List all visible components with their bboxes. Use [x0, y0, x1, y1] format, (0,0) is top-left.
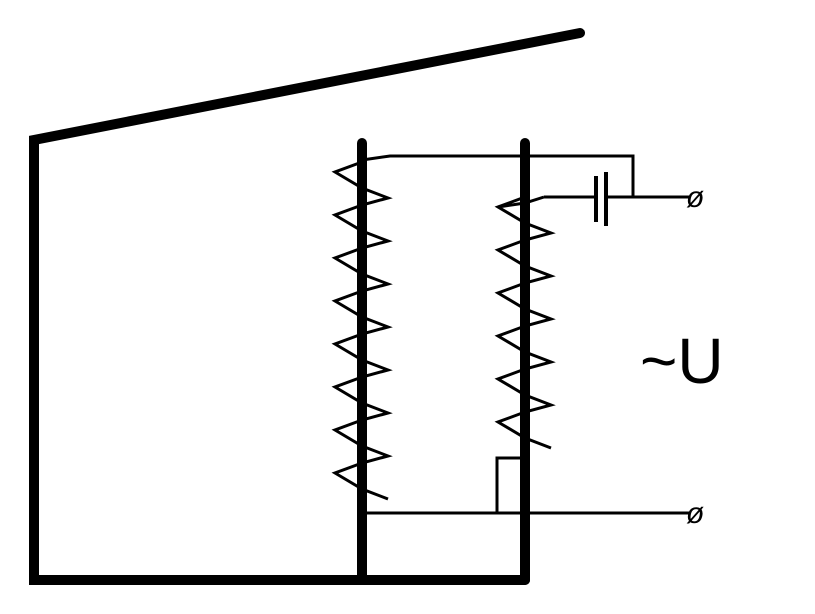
top-jumper-wire [361, 154, 635, 197]
core-left-frame [29, 28, 585, 585]
left-coil-turns [331, 160, 393, 501]
wiring [361, 154, 690, 515]
capacitor [594, 172, 608, 226]
terminal-bottom: ø [686, 497, 704, 530]
voltage-label: ~U [640, 325, 724, 397]
terminal-top: ø [686, 181, 704, 214]
magnetic-core [29, 28, 585, 585]
right-coil-bottom-lead [495, 456, 525, 513]
left-winding [331, 160, 393, 501]
right-coil-turns [494, 195, 556, 450]
right-coil-top-lead [497, 195, 545, 209]
right-winding [494, 195, 556, 450]
